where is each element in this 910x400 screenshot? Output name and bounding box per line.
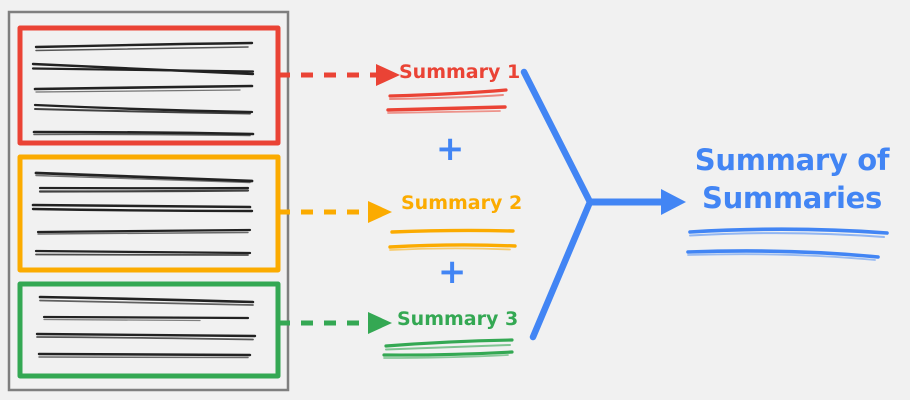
summary-3-label: Summary 3 xyxy=(397,308,518,330)
dashed-arrow-red xyxy=(278,64,400,86)
final-output-underlines xyxy=(686,227,889,261)
final-output-line1: Summary of xyxy=(695,143,890,177)
section-text-lines-green xyxy=(35,295,257,359)
source-document-frame xyxy=(7,10,290,392)
merge-arrow-blue xyxy=(520,68,686,341)
final-output-line2: Summaries xyxy=(702,181,882,215)
section-box-green[interactable] xyxy=(17,281,281,379)
summary-3-underlines xyxy=(382,338,514,359)
dashed-arrow-green xyxy=(278,312,392,334)
plus-sign-1: + xyxy=(436,129,464,169)
section-text-lines-red xyxy=(31,41,255,137)
section-text-lines-orange xyxy=(31,171,254,256)
dashed-arrow-orange xyxy=(278,201,392,223)
plus-sign-2: + xyxy=(438,252,466,292)
summary-1-underlines xyxy=(386,88,508,114)
summary-2-label: Summary 2 xyxy=(401,192,522,214)
summary-1-label: Summary 1 xyxy=(399,61,520,83)
section-box-red[interactable] xyxy=(17,25,281,146)
summary-2-underlines xyxy=(388,228,517,251)
